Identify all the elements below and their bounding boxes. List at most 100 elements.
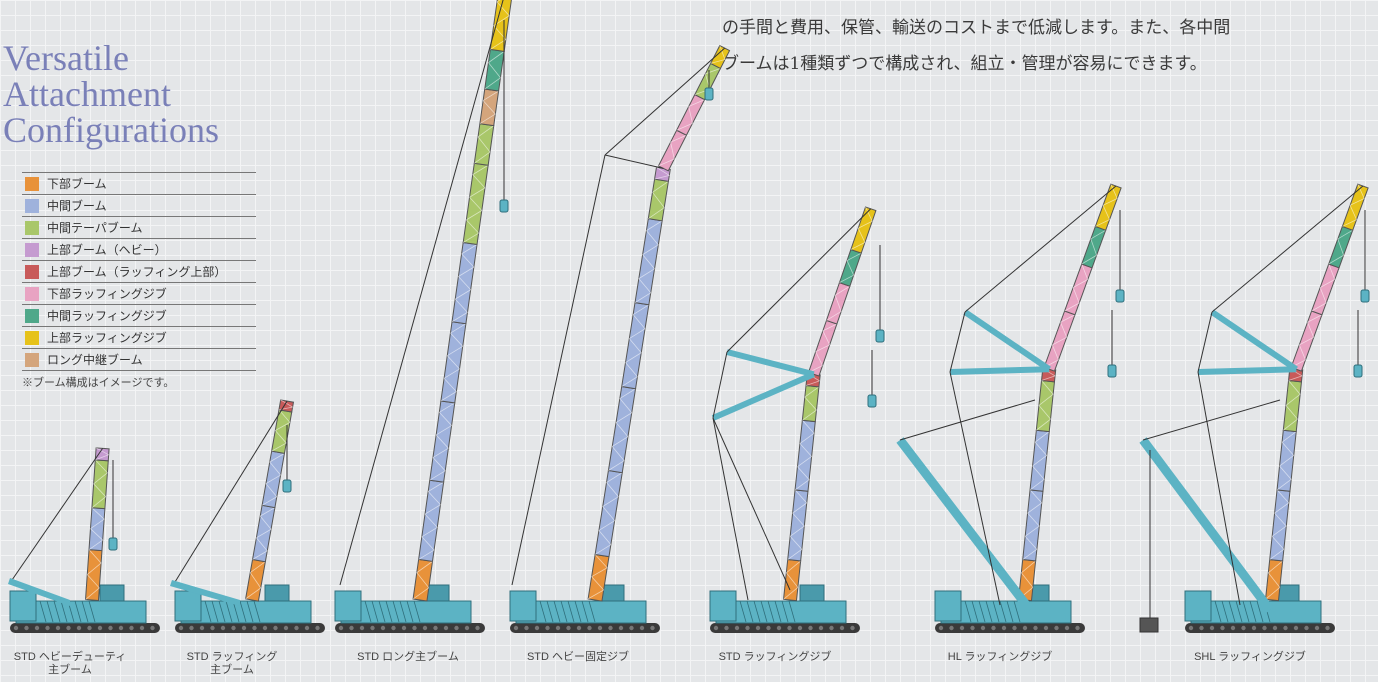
track-roller	[597, 625, 603, 631]
boom-lattice	[1311, 302, 1327, 312]
boom-lattice	[648, 207, 665, 219]
intro-line-2: ブームは1種類ずつで構成され、組立・管理が容易にできます。	[722, 54, 1207, 74]
deck-lattice	[560, 600, 568, 623]
pendant-rope	[174, 400, 288, 583]
boom-lattice	[783, 587, 799, 600]
boom-lattice	[443, 368, 460, 379]
boom-lattice	[602, 496, 619, 507]
deck-lattice	[253, 600, 261, 623]
track-roller	[829, 625, 834, 631]
boom-lattice	[1271, 536, 1285, 550]
deck-lattice	[239, 600, 247, 623]
counterweight	[509, 590, 537, 622]
boom-lattice	[466, 210, 483, 221]
boom-lattice	[447, 345, 463, 357]
track-roller	[370, 625, 375, 631]
boom-lattice	[1090, 238, 1097, 256]
track-roller	[422, 625, 428, 631]
boom-lattice	[1027, 512, 1040, 527]
track-roller	[576, 625, 582, 631]
crawler-track	[335, 623, 485, 633]
boom-lattice	[435, 434, 449, 449]
boom-lattice	[477, 125, 494, 138]
crane-caption: STD ラッフィング主ブーム	[157, 651, 307, 677]
legend-item: 上部ブーム（ヘビー）	[22, 238, 256, 260]
jib-strut	[963, 309, 1051, 372]
boom-lattice	[90, 528, 103, 541]
boom-lattice	[619, 388, 636, 399]
boom-lattice	[1064, 302, 1080, 312]
track-roller	[464, 625, 470, 631]
track-roller	[1022, 625, 1028, 631]
track-roller	[1304, 625, 1309, 631]
track-roller	[980, 625, 986, 631]
track-roller	[629, 625, 634, 631]
legend-item: 上部ブーム（ラッフィング上部）	[22, 260, 256, 282]
boom-lattice	[416, 561, 433, 573]
boom-lattice	[799, 432, 815, 444]
deck-lattice	[204, 600, 212, 623]
crawler-track	[510, 623, 660, 633]
boom-lattice	[496, 0, 501, 3]
boom-lattice	[794, 489, 808, 504]
pendant-rope	[1197, 311, 1213, 373]
boom-lattice	[256, 528, 272, 539]
track-roller	[513, 625, 519, 631]
boom-lattice	[488, 62, 501, 79]
boom-lattice	[865, 206, 873, 222]
track-roller	[1262, 625, 1267, 631]
boom-lattice	[591, 576, 604, 591]
legend-swatch	[25, 308, 39, 323]
boom-lattice	[676, 122, 693, 131]
boom-lattice	[688, 106, 693, 124]
boom-lattice	[245, 587, 261, 600]
boom-lattice	[1038, 394, 1054, 406]
boom-lattice	[261, 496, 278, 506]
track-roller	[391, 625, 396, 631]
caption-line-2: 主ブーム	[48, 664, 92, 676]
hook-block	[282, 479, 292, 493]
boom-lattice	[594, 544, 612, 555]
deck-lattice	[378, 600, 386, 623]
boom-strut	[949, 366, 1050, 375]
crawler-track	[935, 623, 1085, 633]
super-lift-counterweight	[1139, 617, 1159, 633]
boom-lattice	[1060, 322, 1068, 338]
track-roller	[231, 625, 236, 631]
boom-lattice	[652, 192, 665, 208]
boom-lattice	[602, 506, 615, 521]
deck-lattice	[760, 600, 768, 623]
track-roller	[315, 625, 320, 631]
caption-line-1: STD ラッフィングジブ	[718, 651, 832, 663]
pendant-rope	[964, 185, 1117, 313]
deck-lattice	[999, 600, 1007, 623]
boom-lattice	[598, 520, 615, 531]
boom-lattice	[797, 456, 812, 468]
boom-lattice	[90, 518, 105, 530]
boom-lattice	[274, 430, 287, 444]
boom-lattice	[1090, 229, 1106, 240]
track-roller	[545, 625, 550, 631]
deck-lattice	[81, 600, 89, 623]
pendant-rope	[949, 311, 966, 373]
deck-lattice	[767, 600, 775, 623]
boom-lattice	[1281, 441, 1295, 456]
boom-lattice	[652, 180, 669, 193]
track-roller	[566, 625, 571, 631]
boom-lattice	[496, 1, 510, 16]
track-roller	[1283, 625, 1288, 631]
track-roller	[524, 625, 529, 631]
boom-lattice	[625, 362, 638, 378]
pendant-rope	[899, 399, 1036, 441]
boom-lattice	[1299, 336, 1314, 346]
counterweight	[709, 590, 737, 622]
boom-lattice	[482, 90, 499, 101]
legend-swatch	[25, 220, 39, 235]
track-roller	[199, 625, 205, 631]
boom-lattice	[654, 175, 670, 180]
boom-lattice	[1319, 279, 1335, 288]
boom-lattice	[621, 376, 638, 387]
boom-lattice	[1357, 183, 1365, 199]
boom-lattice	[805, 380, 820, 386]
boom-lattice	[1319, 287, 1327, 304]
